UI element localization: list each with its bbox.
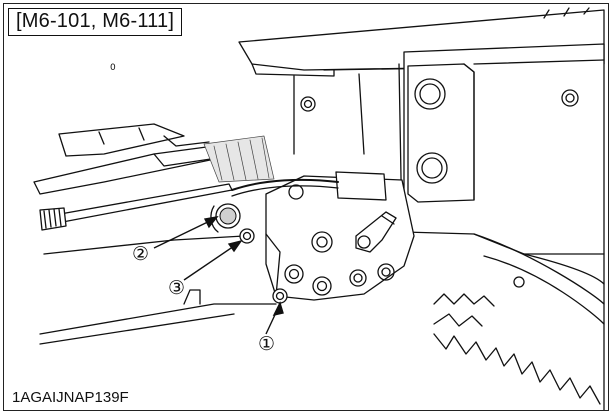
flange-hole-upper [414,78,446,110]
hydraulic-pipe [231,178,339,191]
callout-3: ③ [168,277,185,299]
case-bolt-a [311,231,333,253]
plug-3 [239,228,255,244]
leader-arrow-3 [183,241,241,281]
case-bolt-d [349,269,367,287]
figure-code: 1AGAIJNAP139F [12,389,129,406]
callout-2: ② [132,243,149,265]
figure-frame: [M6-101, M6-111] [3,3,609,411]
top-bolt-left [300,96,316,112]
case-bolt-c [312,276,332,296]
case-bolt-e [377,263,395,281]
plug-1 [272,288,288,304]
tractor-drawing: ① ② ③ 0 [33,7,605,410]
model-label: [M6-101, M6-111] [8,8,183,36]
flange-hole-lower [416,152,448,184]
case-bolt-b [284,264,304,284]
leader-arrow-2 [153,217,217,249]
control-rod [48,183,233,225]
small-mark: 0 [110,63,116,73]
hatched-surface [203,135,275,183]
rear-tyre [473,233,605,305]
top-bolt-right [561,89,579,107]
callout-1: ① [258,333,275,355]
connector-block [335,171,387,201]
